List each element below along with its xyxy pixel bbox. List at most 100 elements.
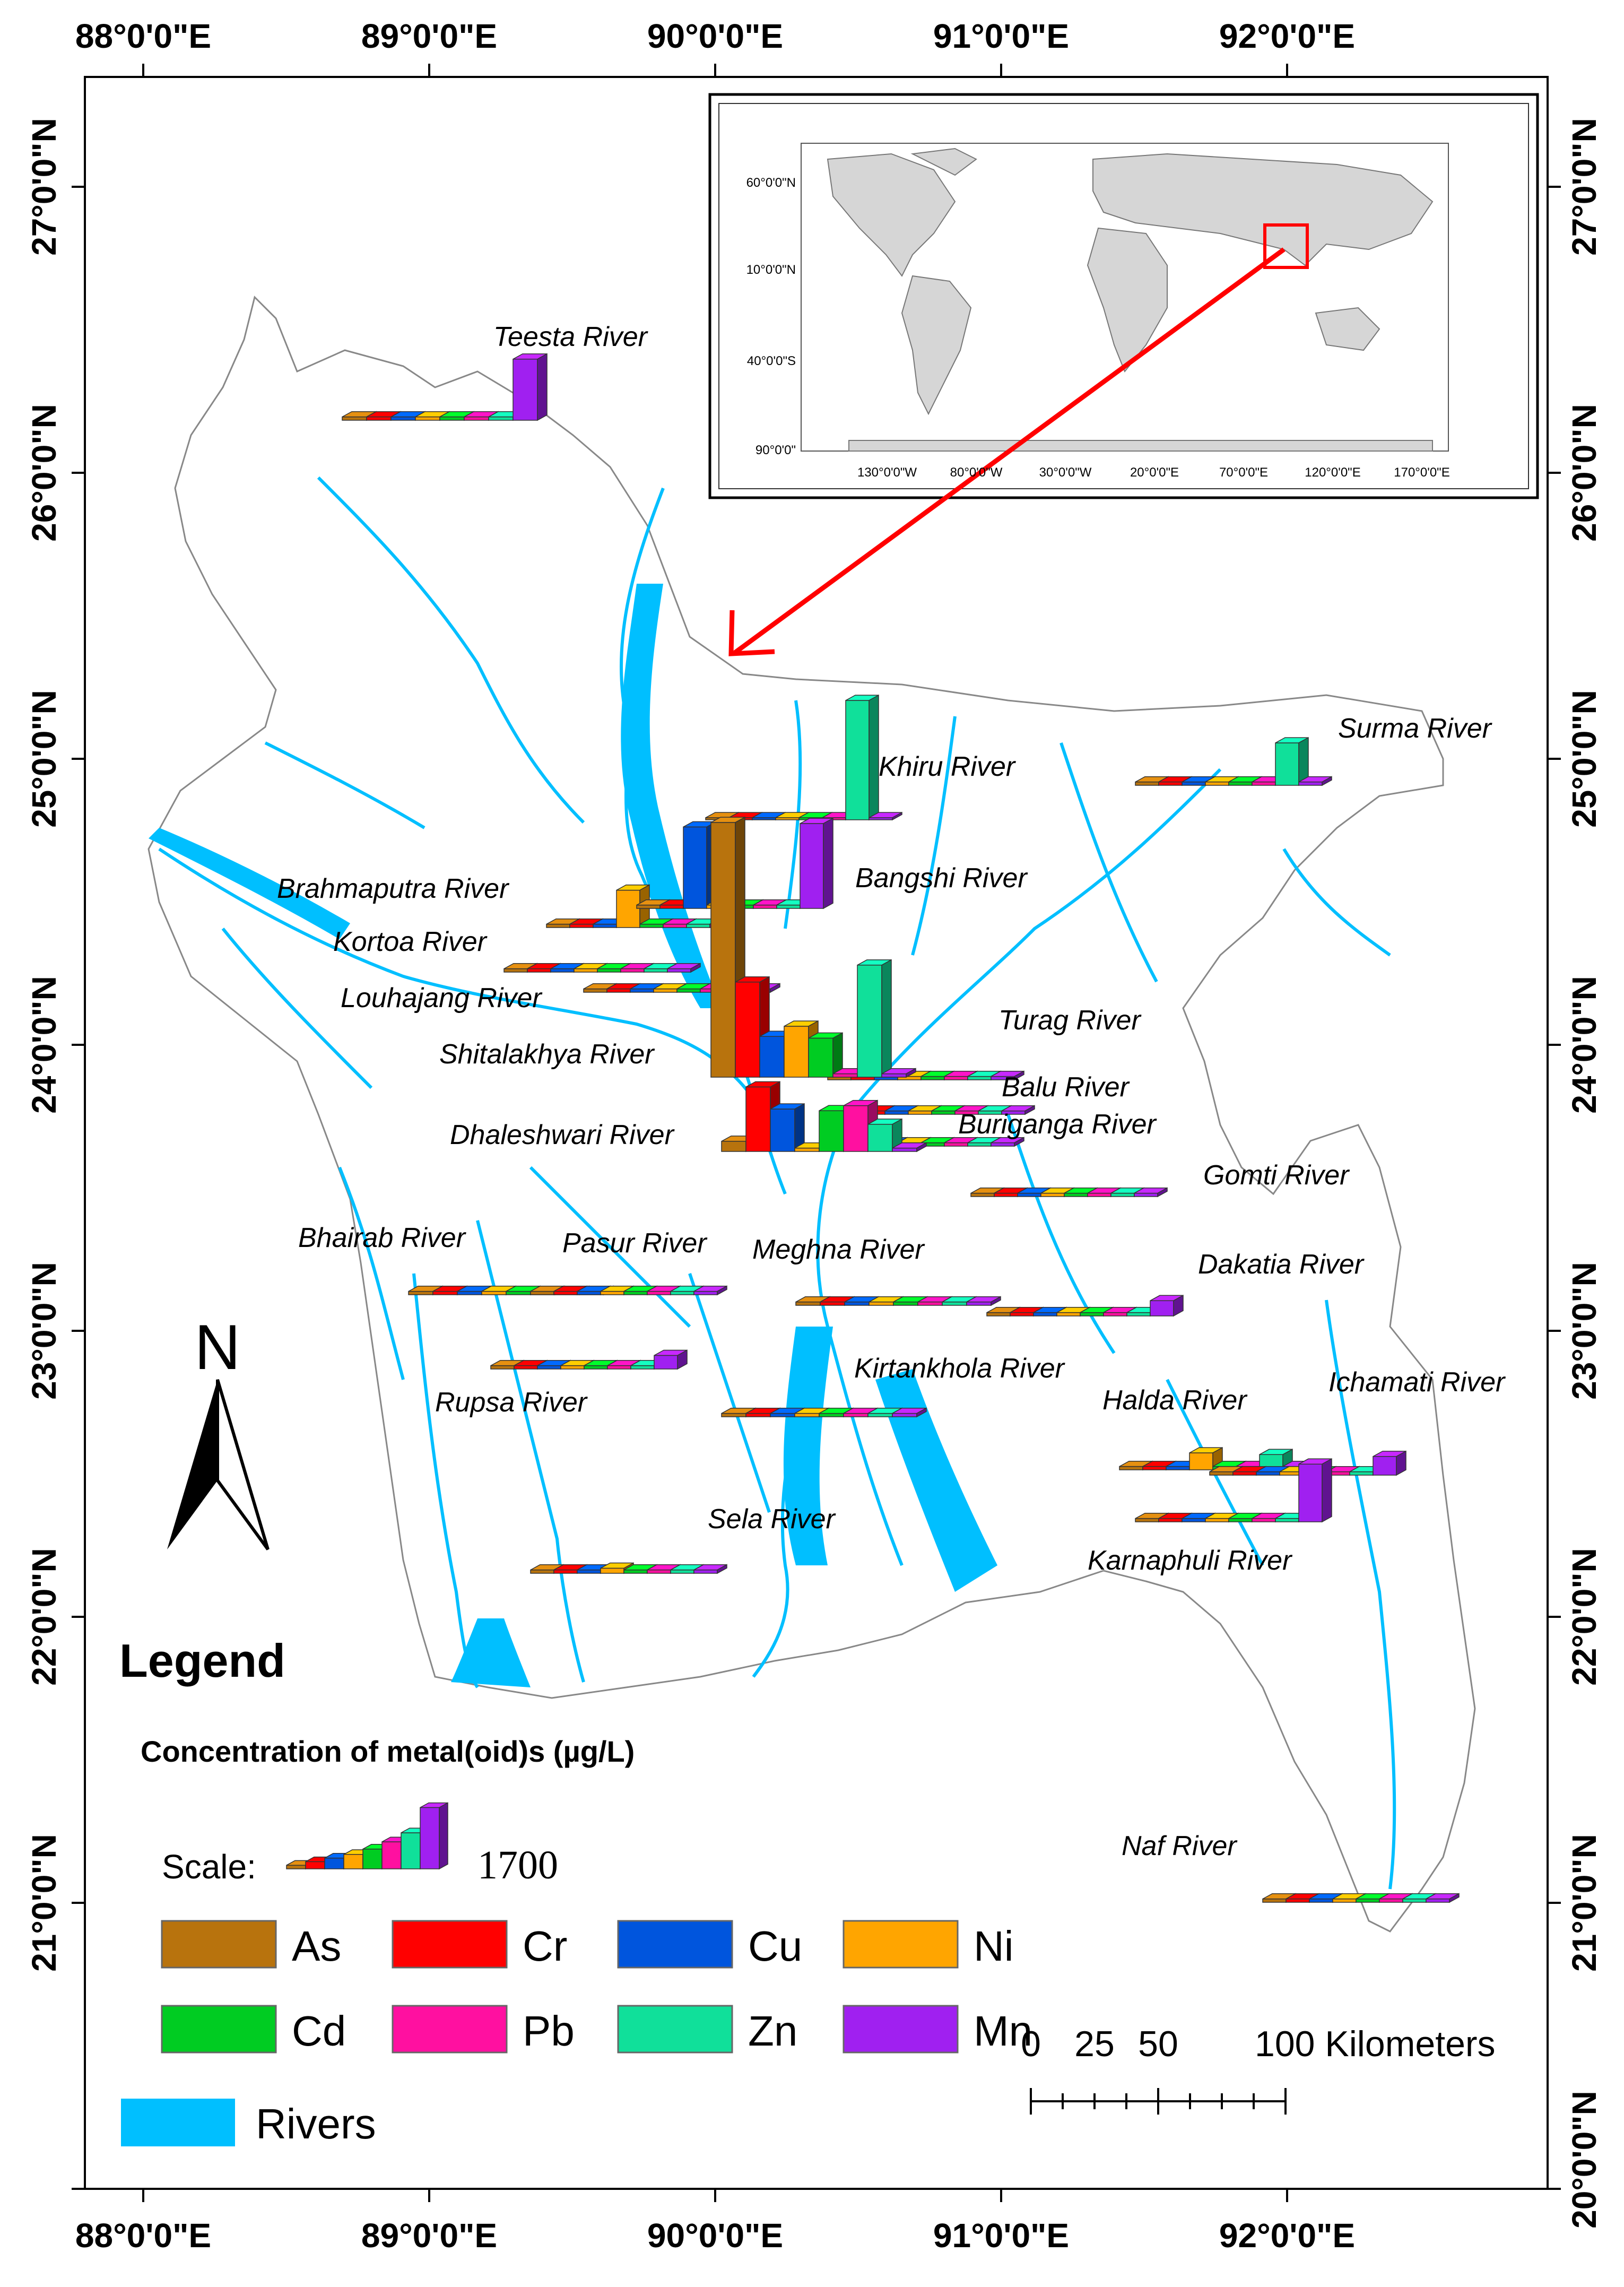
halda-river-chart-bar-zn [1259,1449,1293,1471]
lat-label-22-right: 22°0'0"N [1565,1548,1603,1686]
north-arrow-right-half [216,1379,270,1550]
legend-label-pb: Pb [523,2007,575,2055]
scale-bar: 0 25 50 100 Kilometers [1021,2024,1496,2115]
swatch-cd [161,2005,277,2054]
swatch-zn [617,2005,733,2054]
swatch-cr [392,1920,508,1969]
teesta-river-chart-bars [342,353,548,421]
label-ichamati: Ichamati River [1328,1367,1506,1398]
lon-label-90: 90°0'0"E [647,17,783,55]
kirtankhola-river-chart-bar-mn [892,1407,927,1418]
label-brahmaputra: Brahmaputra River [277,873,510,904]
inset-lat-60n: 60°0'0"N [746,176,796,190]
river-labels: Teesta River Khiru River Surma River Bra… [277,322,1506,1861]
kortoa-river-chart-bars [503,963,701,973]
kortoa-river-chart-bar-mn [667,963,701,973]
label-naf: Naf River [1122,1831,1238,1861]
khiru-river-chart-bar-ni [775,811,809,821]
lat-label-20-right: 20°0'0"N [1565,2091,1603,2229]
lat-label-25-left: 25°0'0"N [25,690,63,828]
inset-continents [827,148,1434,452]
scale-chart [286,1802,448,1870]
legend-label-as: As [292,1922,341,1970]
lat-label-21-left: 21°0'0"N [25,1834,63,1972]
river-charts [342,353,1460,1903]
scale-bar-100: 100 Kilometers [1255,2024,1496,2064]
lon-label-92: 92°0'0"E [1219,17,1355,55]
shitalakhya-river-chart-bar-zn [857,959,892,1078]
label-bangshi: Bangshi River [855,863,1028,894]
gomti-river-chart-bar-mn [1134,1187,1168,1198]
bangshi-river-chart-bars [636,817,833,909]
label-halda: Halda River [1102,1385,1248,1416]
rivers-label: Rivers [256,2100,376,2147]
lat-label-23-right: 23°0'0"N [1565,1262,1603,1400]
label-gomti: Gomti River [1203,1160,1350,1191]
latitude-labels-right: 27°0'0"N 26°0'0"N 25°0'0"N 24°0'0"N 23°0… [1565,118,1603,2229]
lat-label-27-right: 27°0'0"N [1565,118,1603,256]
dhaleshwari-river-chart-bars [721,1081,927,1153]
khiru-river-chart-bar-mn [869,811,902,821]
dhaleshwari-river-chart-bar-zn [867,1118,902,1153]
lon-label-89-bottom: 89°0'0"E [361,2216,497,2255]
buriganga-river-chart-bar-mn [991,1137,1024,1147]
lon-label-89: 89°0'0"E [361,17,497,55]
surma-river-chart-bars [1135,737,1332,786]
location-arrow-head [728,610,775,656]
swatch-ni [843,1920,959,1969]
label-khiru: Khiru River [879,751,1017,782]
brahmaputra-river-chart-bars [546,884,743,929]
lon-label-92-bottom: 92°0'0"E [1219,2216,1355,2255]
lat-label-26-right: 26°0'0"N [1565,404,1603,542]
lat-label-21-right: 21°0'0"N [1565,1834,1603,1972]
shitalakhya-river-chart-bars [710,816,916,1078]
inset-location-box [1263,223,1309,269]
longitude-ticks [142,64,1288,2202]
label-kirtankhola: Kirtankhola River [854,1353,1066,1384]
longitude-labels-bottom: 88°0'0"E 89°0'0"E 90°0'0"E 91°0'0"E 92°0… [75,2216,1355,2255]
inset-lon-80w: 80°0'0"W [950,465,1003,480]
label-turag: Turag River [998,1005,1142,1036]
dakatia-river-chart-bar-mn [1150,1295,1184,1317]
meghna-river-chart-bar-mn [966,1296,1001,1306]
label-pasur: Pasur River [562,1228,708,1259]
inset-lon-130w: 130°0'0"W [857,465,917,480]
legend-label-cu: Cu [748,1922,802,1970]
ichamati-river-chart-bar-mn [1373,1450,1406,1476]
label-surma: Surma River [1338,713,1493,744]
label-dakatia: Dakatia River [1198,1249,1365,1280]
bangshi-river-chart-bar-cu [683,821,717,909]
legend-label-cr: Cr [523,1922,567,1970]
bangshi-river-chart-bar-mn [800,817,833,909]
lat-label-25-right: 25°0'0"N [1565,690,1603,828]
label-shitalakhya: Shitalakhya River [439,1039,655,1070]
lat-label-26-left: 26°0'0"N [25,404,63,542]
latitude-labels-left: 27°0'0"N 26°0'0"N 25°0'0"N 24°0'0"N 23°0… [25,118,63,1972]
lon-label-88-bottom: 88°0'0"E [75,2216,211,2255]
inset-lon-labels: 130°0'0"W 80°0'0"W 30°0'0"W 20°0'0"E 70°… [857,465,1450,480]
label-dhaleshwari: Dhaleshwari River [450,1120,675,1150]
scale-bar-0: 0 [1021,2024,1041,2064]
inset-lat-labels: 60°0'0"N 10°0'0"N 40°0'0"S 90°0'0" [746,176,796,457]
label-karnaphuli: Karnaphuli River [1088,1545,1293,1576]
label-rupsa: Rupsa River [435,1387,588,1418]
inset-lon-120e: 120°0'0"E [1305,465,1360,480]
kirtankhola-river-chart-bars [721,1407,927,1418]
inset-lat-40s: 40°0'0"S [747,354,796,368]
dhaleshwari-river-chart-bar-mn [892,1142,927,1153]
longitude-labels-top: 88°0'0"E 89°0'0"E 90°0'0"E 91°0'0"E 92°0… [75,17,1355,55]
label-bhairab: Bhairab River [298,1223,467,1253]
scale-bar-mn [420,1802,448,1870]
inset-lon-70e: 70°0'0"E [1219,465,1268,480]
legend-title: Legend [119,1634,285,1687]
swatch-pb [392,2005,508,2054]
scale-bar-25: 25 [1074,2024,1115,2064]
legend-label-zn: Zn [748,2007,797,2055]
north-label: N [195,1312,241,1383]
scale-bar-50: 50 [1138,2024,1178,2064]
legend-label-ni: Ni [974,1922,1014,1970]
shitalakhya-river-chart-bar-cd [808,1032,843,1078]
location-arrow-line [733,247,1286,655]
scale-bar-ticks [1030,2088,1287,2115]
